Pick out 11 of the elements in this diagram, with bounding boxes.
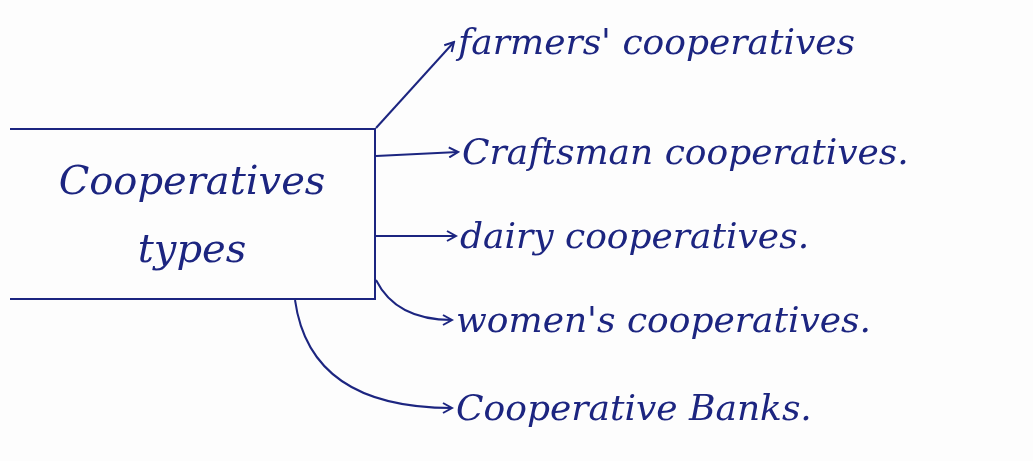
arrow: [375, 146, 459, 159]
arrow: [375, 279, 453, 326]
category-label: Cooperatives types: [57, 156, 327, 273]
type-label: Craftsman cooperatives.: [462, 130, 909, 175]
category-box: [10, 128, 376, 300]
arrow: [375, 41, 455, 129]
type-label: Cooperative Banks.: [456, 386, 812, 431]
type-label: dairy cooperatives.: [460, 214, 810, 259]
arrow: [375, 230, 457, 242]
arrow: [294, 299, 453, 414]
type-label: women's cooperatives.: [456, 298, 871, 343]
